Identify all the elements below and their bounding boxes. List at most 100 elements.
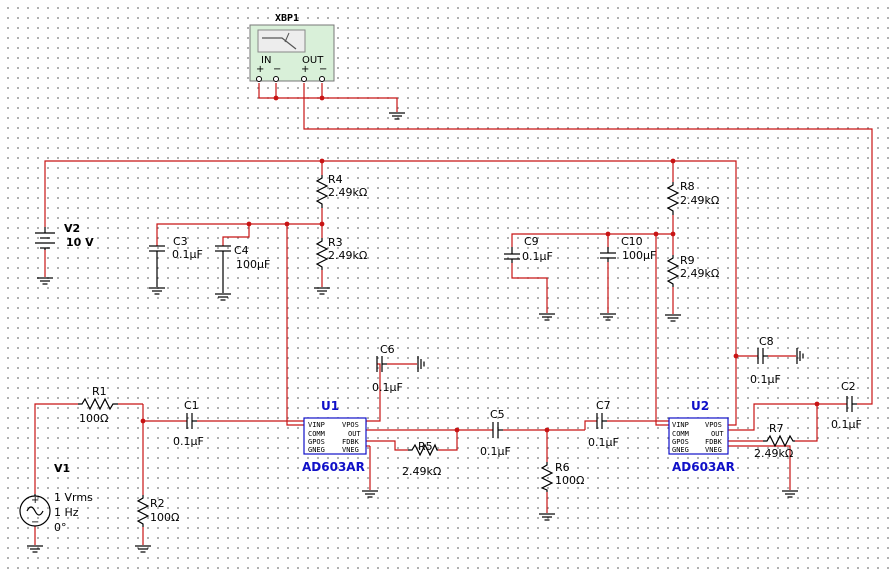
r7-ref: R7: [769, 422, 784, 435]
ground-icon: [361, 490, 379, 498]
c9-value: 0.1µF: [522, 250, 553, 263]
junctions: [140, 95, 820, 433]
capacitor-c8[interactable]: C8 0.1µF: [750, 335, 781, 386]
svg-text:VINP: VINP: [672, 421, 689, 429]
ground-icon: [214, 293, 232, 301]
capacitor-c4[interactable]: C4 100µF: [215, 244, 270, 293]
c6-ref: C6: [380, 343, 395, 356]
xbp1-in-label: IN: [261, 55, 271, 66]
resistor-r2[interactable]: R2 100Ω: [136, 495, 179, 527]
c1-ref: C1: [184, 399, 199, 412]
ground-icon: [313, 287, 331, 295]
capacitor-c6[interactable]: C6 0.1µF: [372, 343, 403, 394]
c8-ref: C8: [759, 335, 774, 348]
svg-text:+: +: [301, 64, 309, 75]
plot-screen-icon: [257, 29, 306, 53]
capacitor-c2[interactable]: C2 0.1µF: [831, 380, 862, 431]
resistor-r7[interactable]: R7 2.49kΩ: [754, 422, 795, 460]
svg-text:−: −: [273, 64, 281, 75]
xbp1-out-label: OUT: [302, 55, 324, 66]
c8-value: 0.1µF: [750, 373, 781, 386]
c7-ref: C7: [596, 399, 611, 412]
c10-ref: C10: [621, 235, 643, 248]
ground-icon: [134, 545, 152, 553]
svg-text:GNEG: GNEG: [308, 446, 325, 454]
capacitor-c5[interactable]: C5 0.1µF: [480, 408, 511, 458]
svg-text:VNEG: VNEG: [342, 446, 359, 454]
resistor-r4[interactable]: R4 2.49kΩ: [315, 173, 367, 208]
v1-amplitude: 1 Vrms: [54, 491, 93, 504]
ac-source-v1[interactable]: + − V1 1 Vrms 1 Hz 0°: [19, 462, 93, 534]
c4-ref: C4: [234, 244, 249, 257]
resistor-r6[interactable]: R6 100Ω: [540, 461, 584, 492]
ground-icon: [538, 513, 556, 521]
r7-value: 2.49kΩ: [754, 447, 793, 460]
bode-plotter-xbp1[interactable]: XBP1 IN OUT +− +−: [249, 13, 335, 82]
c5-value: 0.1µF: [480, 445, 511, 458]
c2-ref: C2: [841, 380, 856, 393]
wires: [34, 83, 873, 545]
r5-value: 2.49kΩ: [402, 465, 441, 478]
svg-text:FDBK: FDBK: [705, 438, 723, 446]
c3-value: 0.1µF: [172, 248, 203, 261]
c7-value: 0.1µF: [588, 436, 619, 449]
r1-ref: R1: [92, 385, 107, 398]
capacitor-c10[interactable]: C10 100µF: [600, 235, 656, 262]
resistor-r1[interactable]: R1 100Ω: [78, 385, 118, 425]
svg-text:VNEG: VNEG: [705, 446, 722, 454]
svg-text:OUT: OUT: [348, 430, 361, 438]
r2-ref: R2: [150, 497, 165, 510]
ground-icon: [388, 112, 406, 120]
ground-icon: [538, 313, 556, 321]
r9-value: 2.49kΩ: [680, 267, 719, 280]
svg-text:GNEG: GNEG: [672, 446, 689, 454]
r6-value: 100Ω: [555, 474, 584, 487]
ground-icon: [26, 545, 44, 553]
r3-ref: R3: [328, 236, 343, 249]
r4-value: 2.49kΩ: [328, 186, 367, 199]
c10-value: 100µF: [622, 249, 656, 262]
svg-text:VPOS: VPOS: [705, 421, 722, 429]
capacitor-c7[interactable]: C7 0.1µF: [588, 399, 619, 449]
chip-u2[interactable]: VINP VPOS COMM OUT GPOS FDBK GNEG VNEG U…: [668, 399, 735, 474]
svg-text:OUT: OUT: [711, 430, 724, 438]
svg-text:COMM: COMM: [672, 430, 689, 438]
v1-ref: V1: [54, 462, 70, 475]
svg-text:COMM: COMM: [308, 430, 325, 438]
ground-icon: [148, 287, 166, 295]
u2-ref: U2: [691, 399, 709, 413]
r2-value: 100Ω: [150, 511, 179, 524]
v2-ref: V2: [64, 222, 80, 235]
v1-phase: 0°: [54, 521, 67, 534]
r8-value: 2.49kΩ: [680, 194, 719, 207]
xbp1-ref: XBP1: [275, 13, 299, 24]
svg-text:−: −: [319, 64, 327, 75]
svg-text:−: −: [31, 517, 39, 528]
ground-icon: [796, 347, 804, 365]
c5-ref: C5: [490, 408, 505, 421]
svg-text:VINP: VINP: [308, 421, 325, 429]
c4-value: 100µF: [236, 258, 270, 271]
svg-text:FDBK: FDBK: [342, 438, 360, 446]
svg-text:VPOS: VPOS: [342, 421, 359, 429]
c2-value: 0.1µF: [831, 418, 862, 431]
resistor-r8[interactable]: R8 2.49kΩ: [666, 180, 719, 215]
svg-text:GPOS: GPOS: [308, 438, 325, 446]
capacitor-c3[interactable]: C3 0.1µF: [149, 235, 203, 287]
ground-icon: [664, 314, 682, 322]
capacitor-c1[interactable]: C1 0.1µF: [173, 399, 204, 448]
chip-u1[interactable]: VINP VPOS COMM OUT GPOS FDBK GNEG VNEG U…: [302, 399, 367, 474]
resistor-r9[interactable]: R9 2.49kΩ: [666, 254, 719, 287]
ground-icon: [417, 355, 425, 373]
resistor-r5[interactable]: R5 2.49kΩ: [402, 440, 441, 478]
battery-v2[interactable]: V2 10 V: [35, 222, 94, 250]
ground-icon: [36, 277, 54, 285]
v1-frequency: 1 Hz: [54, 506, 79, 519]
r5-ref: R5: [418, 440, 433, 453]
c9-ref: C9: [524, 235, 539, 248]
ground-icon: [781, 490, 799, 498]
capacitor-c9[interactable]: C9 0.1µF: [504, 235, 553, 263]
ground-icon: [599, 313, 617, 321]
resistor-r3[interactable]: R3 2.49kΩ: [315, 236, 367, 270]
